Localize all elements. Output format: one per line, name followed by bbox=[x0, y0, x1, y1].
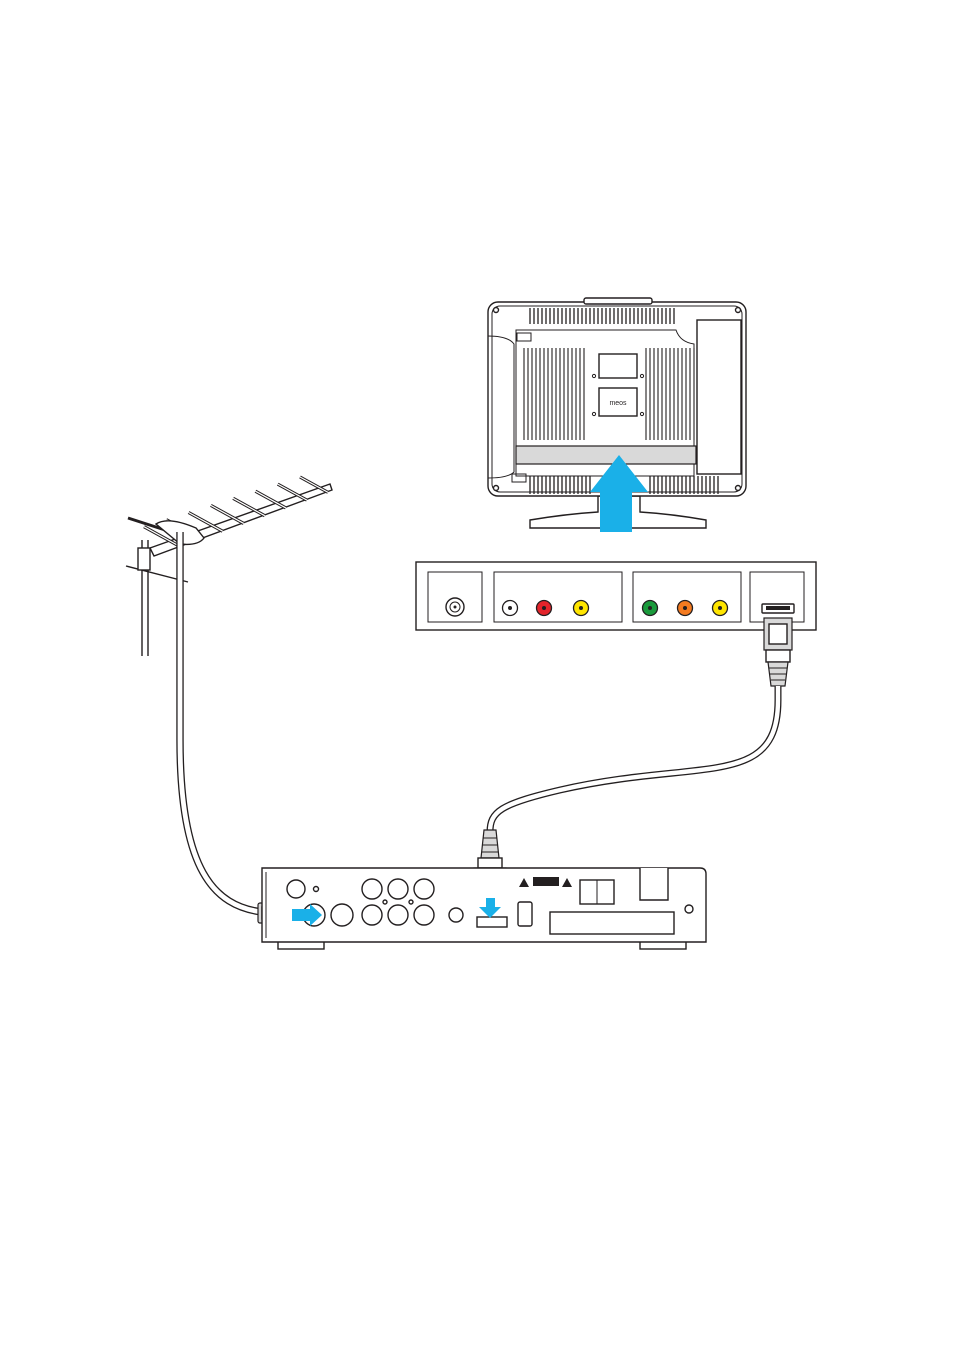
antenna-cable bbox=[180, 532, 262, 912]
tv-connector-strip bbox=[516, 446, 696, 464]
tv-logo-label: meos bbox=[609, 400, 627, 407]
hdmi-plug-icon bbox=[764, 618, 792, 686]
antenna-icon bbox=[126, 477, 332, 656]
tv-input-panel bbox=[416, 562, 816, 630]
hdmi-cable bbox=[490, 686, 778, 832]
stb-hdmi-port bbox=[477, 917, 507, 927]
